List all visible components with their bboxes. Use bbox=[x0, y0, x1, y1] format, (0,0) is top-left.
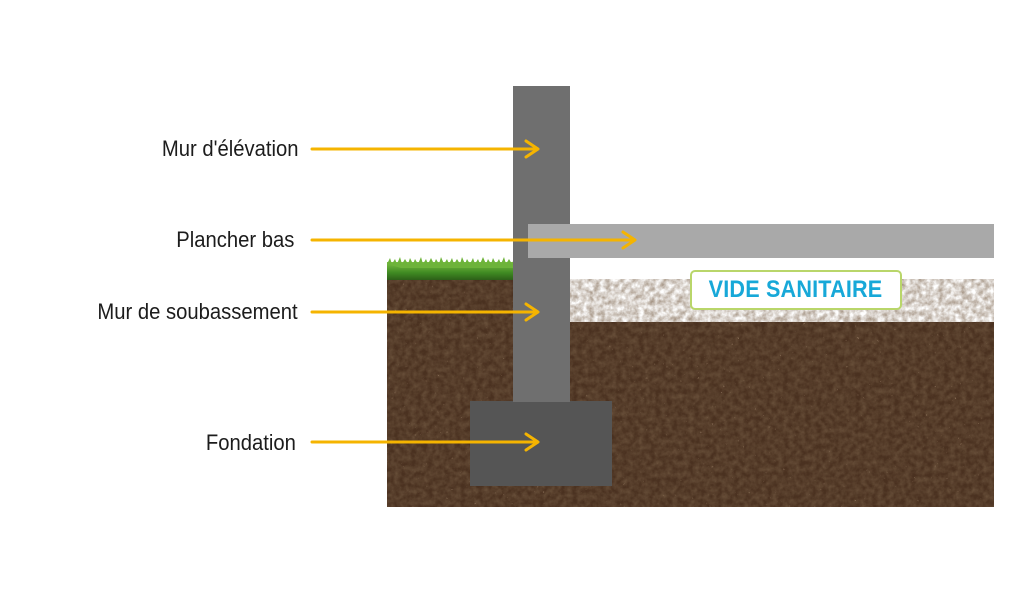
arrow-right-icon bbox=[310, 302, 540, 322]
label-mur-elevation: Mur d'élévation bbox=[161, 136, 298, 161]
arrow-right-icon bbox=[310, 432, 540, 452]
arrow-right-icon bbox=[310, 139, 540, 159]
label-fondation: Fondation bbox=[205, 430, 296, 455]
vide-sanitaire-label: VIDE SANITAIRE bbox=[709, 276, 883, 303]
grass bbox=[387, 257, 527, 280]
label-plancher-bas: Plancher bas bbox=[175, 227, 294, 252]
label-mur-soubassement: Mur de soubassement bbox=[97, 299, 298, 324]
arrow-right-icon bbox=[310, 230, 637, 250]
vide-sanitaire-badge: VIDE SANITAIRE bbox=[690, 270, 902, 310]
